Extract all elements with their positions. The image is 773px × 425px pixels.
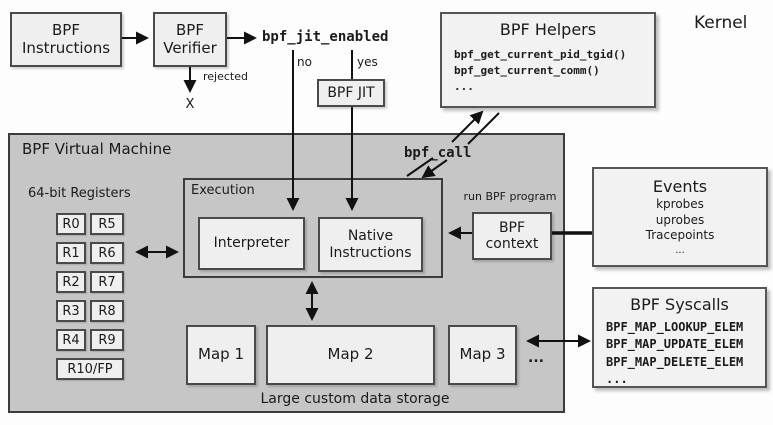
bpf-helpers-title: BPF Helpers [499,20,597,39]
bpf-verifier-box: BPF Verifier [153,12,227,67]
register-r8: R8 [90,300,124,322]
kernel-label: Kernel [694,13,748,33]
bpf-helpers-box: BPF Helpers bpf_get_current_pid_tgid() b… [440,12,656,108]
events-title: Events [652,177,708,196]
bpf-instructions-box: BPF Instructions [10,12,122,67]
event-line: kprobes [656,197,704,211]
helper-line: bpf_get_current_pid_tgid() [454,48,627,61]
execution-title: Execution [191,183,255,198]
branch-no-label: no [297,55,312,69]
storage-label: Large custom data storage [260,391,450,407]
bpf-call-label: bpf_call [404,145,472,161]
helper-line: bpf_get_current_comm() [454,63,600,77]
helper-line: ... [454,79,474,93]
interpreter-label: Interpreter [213,235,290,252]
event-line: Tracepoints [645,228,715,243]
map1-label: Map 1 [198,345,244,364]
native-instructions-label: Native Instructions [329,228,412,261]
bpf-instructions-label: BPF Instructions [21,21,111,57]
rejected-label: rejected [203,70,248,83]
native-instructions-box: Native Instructions [318,217,423,272]
syscall-line: BPF_MAP_UPDATE_ELEM [606,337,744,352]
register-r4: R4 [56,329,86,351]
bpf-verifier-label: BPF Verifier [163,21,217,57]
events-box: Events kprobes uprobes Tracepoints ... [592,167,768,267]
bpf-context-label: BPF context [485,219,539,252]
register-grid: R0 R5 R1 R6 R2 R7 R3 R8 R4 R9 R10/FP [56,213,124,380]
execution-box [183,178,443,278]
register-r10fp: R10/FP [56,358,124,380]
event-line: uprobes [655,212,705,227]
event-line: ... [675,244,685,256]
register-r0: R0 [56,213,86,235]
branch-yes-label: yes [357,55,378,69]
maps-ellipsis: ... [528,350,544,366]
bpf-jit-label: BPF JIT [327,84,375,101]
map3-label: Map 3 [459,345,506,364]
syscall-line: ... [606,372,628,387]
map3-box: Map 3 [448,325,517,385]
map2-box: Map 2 [266,325,435,385]
rejected-x-mark: X [185,97,195,112]
bpf-syscalls-title: BPF Syscalls [630,295,729,314]
map1-box: Map 1 [186,325,256,385]
register-r2: R2 [56,271,86,293]
register-r6: R6 [90,242,124,264]
vm-title: BPF Virtual Machine [22,140,172,158]
register-r9: R9 [90,329,124,351]
interpreter-box: Interpreter [198,217,305,270]
register-r3: R3 [56,300,86,322]
bpf-jit-box: BPF JIT [317,79,385,107]
register-r7: R7 [90,271,124,293]
register-r1: R1 [56,242,86,264]
syscall-line: BPF_MAP_DELETE_ELEM [606,354,744,369]
register-r5: R5 [90,213,124,235]
run-bpf-program-label: run BPF program [463,190,557,203]
registers-label: 64-bit Registers [28,186,131,201]
syscall-line: BPF_MAP_LOOKUP_ELEM [606,320,744,334]
bpf-jit-enabled-label: bpf_jit_enabled [262,29,389,45]
bpf-context-box: BPF context [472,212,552,260]
bpf-syscalls-box: BPF Syscalls BPF_MAP_LOOKUP_ELEM BPF_MAP… [592,287,767,388]
map2-label: Map 2 [327,345,374,364]
